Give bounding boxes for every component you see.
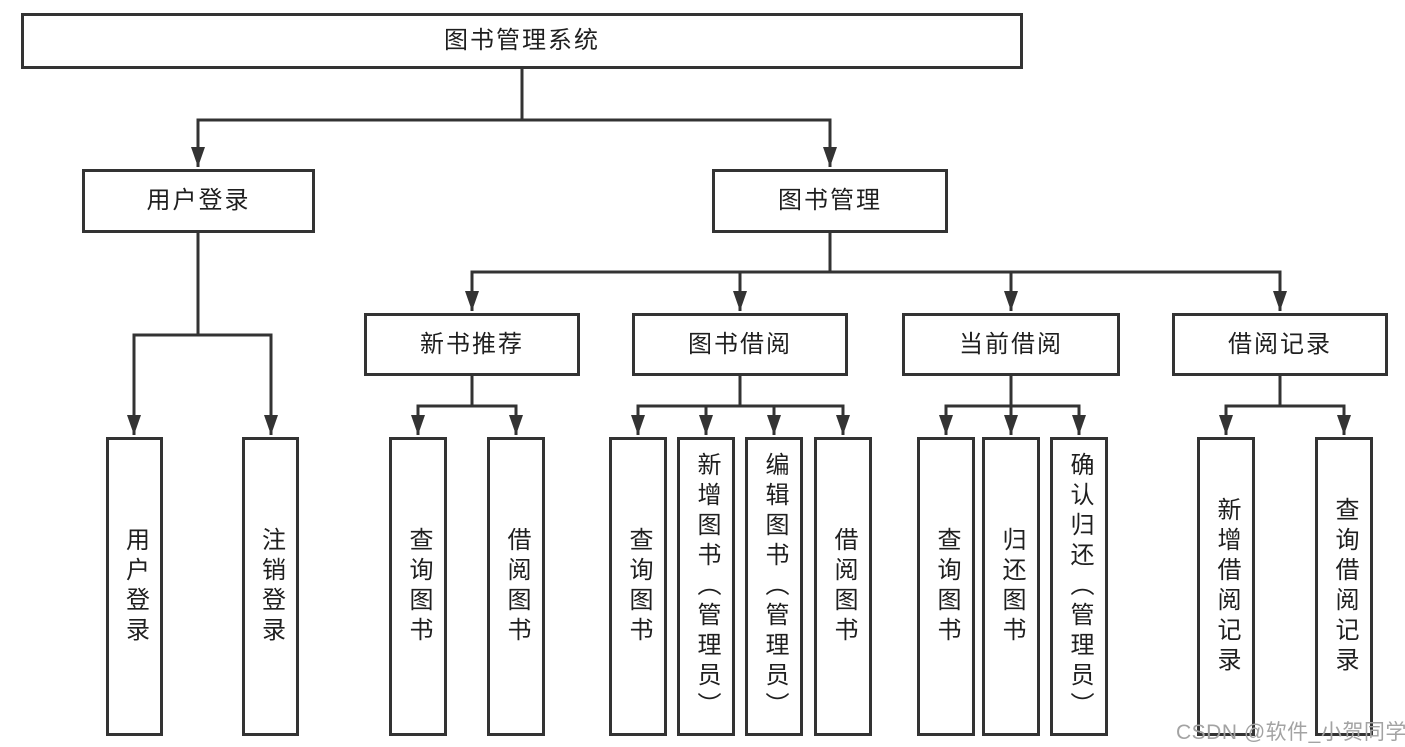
node-book-management: 图书管理	[712, 169, 948, 233]
node-leaf-br-add-record-label: 新增借阅记录	[1213, 496, 1240, 677]
node-current-borrow: 当前借阅	[902, 313, 1120, 376]
node-book-management-label: 图书管理	[778, 187, 882, 214]
node-leaf-cb-return-book-label: 归还图书	[998, 526, 1025, 647]
node-leaf-bb-edit-book-admin: 编辑图书（管理员）	[745, 437, 803, 736]
node-leaf-br-add-record: 新增借阅记录	[1197, 437, 1255, 736]
node-borrow-record: 借阅记录	[1172, 313, 1388, 376]
node-leaf-br-query-record-label: 查询借阅记录	[1331, 496, 1358, 677]
node-leaf-cb-query-book: 查询图书	[917, 437, 975, 736]
node-leaf-bb-edit-book-admin-label: 编辑图书（管理员）	[761, 451, 788, 722]
node-leaf-nb-query-book: 查询图书	[389, 437, 447, 736]
node-leaf-cb-confirm-return-admin: 确认归还（管理员）	[1050, 437, 1108, 736]
connector-new-book-recommend-children	[411, 374, 523, 435]
node-leaf-bb-add-book-admin: 新增图书（管理员）	[677, 437, 735, 736]
node-leaf-bb-borrow-book: 借阅图书	[814, 437, 872, 736]
node-book-borrow-label: 图书借阅	[688, 330, 792, 358]
node-leaf-nb-query-book-label: 查询图书	[405, 526, 432, 647]
node-leaf-bb-query-book-label: 查询图书	[625, 526, 652, 647]
connector-user-login-children	[127, 231, 278, 435]
csdn-watermark: CSDN @软件_小贺同学	[1176, 721, 1405, 744]
node-leaf-user-login-label: 用户登录	[121, 526, 149, 647]
node-leaf-nb-borrow-book: 借阅图书	[487, 437, 545, 736]
node-leaf-bb-query-book: 查询图书	[609, 437, 667, 736]
node-new-book-recommend-label: 新书推荐	[420, 330, 524, 358]
node-user-login-label: 用户登录	[146, 187, 251, 214]
node-book-borrow: 图书借阅	[632, 313, 848, 376]
node-leaf-cb-query-book-label: 查询图书	[933, 526, 960, 647]
node-leaf-user-login: 用户登录	[106, 437, 163, 736]
connector-root-to-level2	[191, 67, 837, 167]
node-leaf-bb-add-book-admin-label: 新增图书（管理员）	[693, 451, 720, 722]
connector-current-borrow-children	[939, 374, 1086, 435]
node-leaf-br-query-record: 查询借阅记录	[1315, 437, 1373, 736]
node-borrow-record-label: 借阅记录	[1228, 330, 1332, 358]
node-leaf-bb-borrow-book-label: 借阅图书	[830, 526, 857, 647]
node-root-system: 图书管理系统	[21, 13, 1023, 69]
node-user-login: 用户登录	[82, 169, 315, 233]
node-root-system-label: 图书管理系统	[444, 27, 600, 54]
connector-book-management-children	[465, 231, 1287, 311]
node-leaf-cb-confirm-return-admin-label: 确认归还（管理员）	[1066, 451, 1093, 722]
connector-borrow-record-children	[1219, 374, 1351, 435]
node-current-borrow-label: 当前借阅	[959, 330, 1063, 358]
node-new-book-recommend: 新书推荐	[364, 313, 580, 376]
node-leaf-cb-return-book: 归还图书	[982, 437, 1040, 736]
node-leaf-logout: 注销登录	[242, 437, 299, 736]
node-leaf-logout-label: 注销登录	[257, 526, 285, 647]
connector-book-borrow-children	[631, 374, 850, 435]
node-leaf-nb-borrow-book-label: 借阅图书	[503, 526, 530, 647]
